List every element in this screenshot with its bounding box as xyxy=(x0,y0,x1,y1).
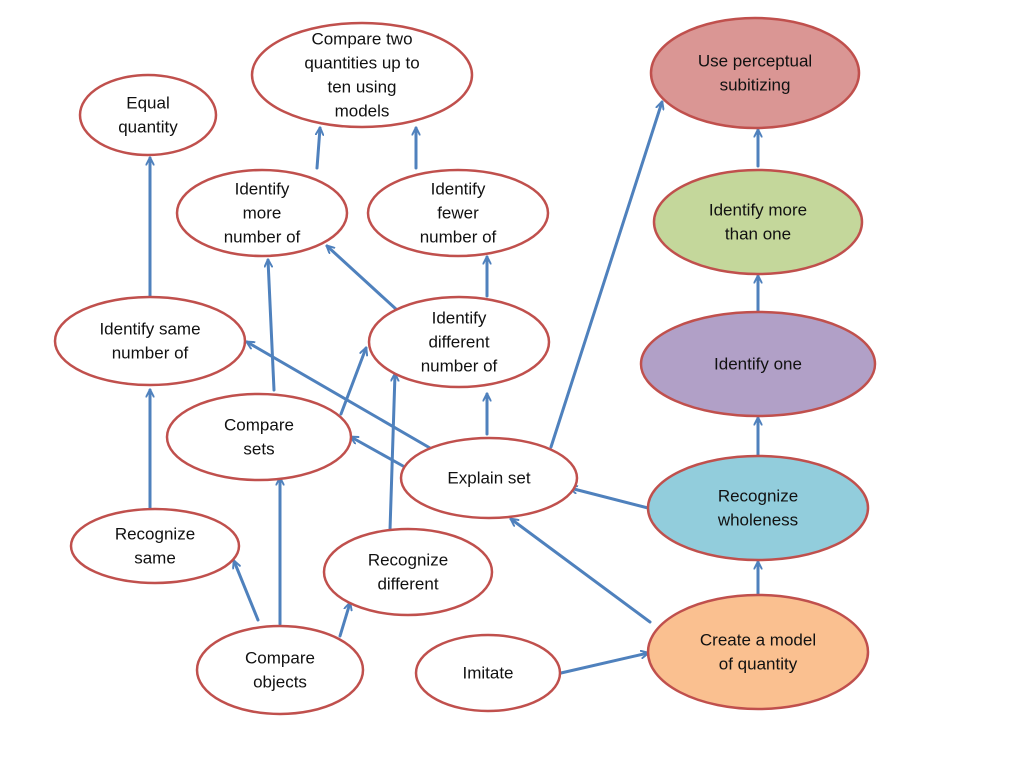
node-compare-sets-label: Compare xyxy=(224,416,294,435)
node-identify-one: Identify one xyxy=(639,310,877,418)
node-identify-more-number-of-label: Identify xyxy=(235,180,290,199)
node-create-model-of-quantity-label: of quantity xyxy=(719,655,798,674)
node-explain-set: Explain set xyxy=(399,436,579,520)
node-identify-more-than-one: Identify more than one xyxy=(652,168,864,276)
node-identify-same-number-of-ellipse xyxy=(53,295,247,387)
node-identify-one-label: Identify one xyxy=(714,355,802,374)
node-explain-set-ellipse xyxy=(399,436,579,520)
arrow-explain-set-to-compare-sets xyxy=(351,435,405,468)
node-identify-more-than-one-ellipse xyxy=(652,168,864,276)
node-compare-sets-label: sets xyxy=(243,440,274,459)
node-identify-more-than-one-label: Identify more xyxy=(709,201,807,220)
node-identify-more-number-of-ellipse xyxy=(175,168,349,258)
node-identify-more-number-of-label: number of xyxy=(224,228,301,247)
node-identify-different-number-of-label: different xyxy=(428,333,489,352)
node-recognize-different-label: different xyxy=(377,575,438,594)
node-identify-same-number-of-label: Identify same xyxy=(99,320,200,339)
node-compare-two-quantities-label: ten using xyxy=(328,78,397,97)
node-identify-fewer-number-of-label: fewer xyxy=(437,204,479,223)
node-recognize-same-label: same xyxy=(134,549,176,568)
node-recognize-different-ellipse xyxy=(322,527,494,617)
node-compare-two-quantities-label: Compare two xyxy=(311,30,412,49)
node-compare-two-quantities-label: models xyxy=(335,102,390,121)
node-identify-fewer-number-of-ellipse xyxy=(366,168,550,258)
node-recognize-different-label: Recognize xyxy=(368,551,448,570)
node-explain-set-label: Explain set xyxy=(447,469,530,488)
node-compare-objects: Compare objects xyxy=(195,624,365,716)
node-recognize-wholeness-label: wholeness xyxy=(717,511,798,530)
arrow-identify-more-number-of-to-compare-two-quantities xyxy=(317,128,320,170)
node-identify-more-number-of: Identify more number of xyxy=(175,168,349,258)
node-imitate-label: Imitate xyxy=(462,664,513,683)
arrow-recognize-wholeness-to-explain-set xyxy=(570,488,650,510)
node-identify-different-number-of-label: Identify xyxy=(432,309,487,328)
node-use-perceptual-subitizing-label: Use perceptual xyxy=(698,52,812,71)
node-equal-quantity: Equal quantity xyxy=(78,73,218,157)
node-identify-fewer-number-of-label: Identify xyxy=(431,180,486,199)
arrow-compare-sets-to-identify-different-number-of xyxy=(339,348,366,416)
node-recognize-wholeness: Recognize wholeness xyxy=(646,454,870,562)
node-identify-same-number-of: Identify same number of xyxy=(53,295,247,387)
node-identify-fewer-number-of-label: number of xyxy=(420,228,497,247)
node-equal-quantity-label: Equal xyxy=(126,94,169,113)
arrow-create-model-of-quantity-to-explain-set xyxy=(511,517,652,624)
node-create-model-of-quantity-label: Create a model xyxy=(700,631,816,650)
node-compare-two-quantities-ellipse xyxy=(250,21,474,129)
node-compare-objects-label: Compare xyxy=(245,649,315,668)
node-create-model-of-quantity-ellipse xyxy=(646,593,870,711)
arrow-recognize-different-to-identify-different-number-of xyxy=(388,374,395,532)
node-identify-different-number-of-label: number of xyxy=(421,357,498,376)
node-compare-objects-ellipse xyxy=(195,624,365,716)
node-identify-more-number-of-label: more xyxy=(243,204,282,223)
node-equal-quantity-ellipse xyxy=(78,73,218,157)
arrow-compare-sets-to-identify-more-number-of xyxy=(268,260,276,392)
node-imitate: Imitate xyxy=(414,633,562,713)
node-identify-one-ellipse xyxy=(639,310,877,418)
node-identify-different-number-of: Identify different number of xyxy=(367,295,551,389)
node-use-perceptual-subitizing: Use perceptual subitizing xyxy=(649,16,861,130)
node-recognize-same-ellipse xyxy=(69,507,241,585)
edges-layer xyxy=(150,102,758,675)
node-recognize-same-label: Recognize xyxy=(115,525,195,544)
node-identify-more-than-one-label: than one xyxy=(725,225,791,244)
node-compare-sets: Compare sets xyxy=(165,392,353,482)
node-use-perceptual-subitizing-label: subitizing xyxy=(720,76,791,95)
node-imitate-ellipse xyxy=(414,633,562,713)
node-compare-two-quantities: Compare two quantities up to ten using mode… xyxy=(250,21,474,129)
node-equal-quantity-label: quantity xyxy=(118,118,178,137)
node-recognize-wholeness-label: Recognize xyxy=(718,487,798,506)
node-create-model-of-quantity: Create a model of quantity xyxy=(646,593,870,711)
node-identify-fewer-number-of: Identify fewer number of xyxy=(366,168,550,258)
arrow-explain-set-to-identify-same-number-of xyxy=(247,340,432,450)
node-recognize-different: Recognize different xyxy=(322,527,494,617)
nodes-layer: Equal quantity Compare two quantities up to… xyxy=(53,16,877,716)
arrow-compare-objects-to-recognize-different xyxy=(338,603,350,638)
arrow-explain-set-to-use-perceptual-subitizing xyxy=(549,102,662,449)
arrow-imitate-to-create-model-of-quantity xyxy=(559,653,648,675)
node-compare-sets-ellipse xyxy=(165,392,353,482)
node-compare-objects-label: objects xyxy=(253,673,307,692)
node-identify-different-number-of-ellipse xyxy=(367,295,551,389)
node-recognize-wholeness-ellipse xyxy=(646,454,870,562)
node-identify-same-number-of-label: number of xyxy=(112,344,189,363)
node-compare-two-quantities-label: quantities up to xyxy=(304,54,419,73)
arrow-compare-objects-to-recognize-same xyxy=(234,561,260,622)
node-use-perceptual-subitizing-ellipse xyxy=(649,16,861,130)
node-recognize-same: Recognize same xyxy=(69,507,241,585)
arrow-identify-different-number-of-to-identify-more-number-of xyxy=(327,244,399,312)
